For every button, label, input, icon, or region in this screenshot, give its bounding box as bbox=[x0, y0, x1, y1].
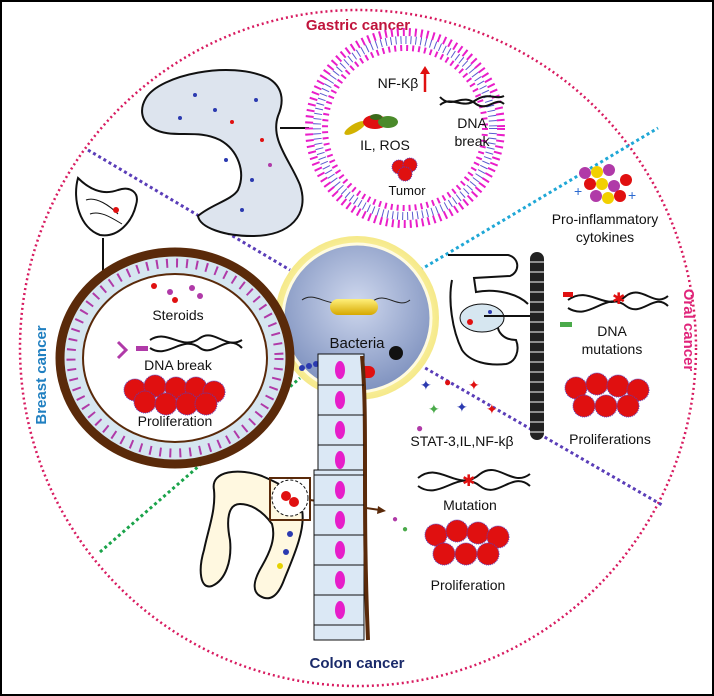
colon-zoom-box bbox=[269, 477, 311, 521]
gastric-dna-label: DNA bbox=[457, 115, 487, 131]
svg-text:+: + bbox=[574, 183, 582, 199]
stomach-dots bbox=[178, 93, 272, 212]
gastric-tumor-icon bbox=[391, 157, 418, 182]
oral-dna-label: DNA bbox=[597, 323, 627, 339]
oral-mutations-label: mutations bbox=[582, 341, 643, 357]
gastric-il-label: IL, ROS bbox=[360, 137, 410, 153]
oral-mouth bbox=[459, 303, 505, 333]
breast-proliferation-icon bbox=[123, 374, 226, 416]
yellow-bacterium bbox=[330, 299, 378, 315]
center-label: Bacteria bbox=[329, 335, 385, 352]
gastric-cell-inner bbox=[322, 45, 488, 211]
svg-text:✱: ✱ bbox=[462, 473, 475, 490]
oral-proliferations-label: Proliferations bbox=[569, 431, 651, 447]
oral-head-profile bbox=[448, 254, 529, 366]
gastric-nf-label: NF-Kβ bbox=[378, 75, 419, 91]
gastric-title: Gastric cancer bbox=[306, 17, 410, 34]
colon-stat-label: STAT-3,IL,NF-kβ bbox=[410, 433, 513, 449]
oral-cytokines-label-1: Pro-inflammatory bbox=[552, 211, 659, 227]
gastric-break-label: break bbox=[454, 133, 490, 149]
oral-dna-icon: ✱ bbox=[567, 291, 669, 313]
svg-text:●: ● bbox=[402, 524, 408, 535]
svg-text:+: + bbox=[628, 187, 636, 203]
colon-cell-nuclei bbox=[314, 361, 364, 626]
stomach-illustration bbox=[141, 69, 304, 238]
gastric-dna-icon bbox=[439, 95, 505, 108]
colon-epithelium bbox=[313, 353, 370, 641]
colon-proliferation-icon bbox=[424, 519, 510, 566]
breast-title: Breast cancer bbox=[33, 325, 50, 424]
gastric-tumor-label: Tumor bbox=[388, 183, 426, 198]
colon-title: Colon cancer bbox=[309, 655, 404, 672]
svg-text:●: ● bbox=[444, 375, 451, 389]
breast-steroids-label: Steroids bbox=[152, 307, 203, 323]
blue-coccus bbox=[306, 363, 312, 369]
oral-title: Oral cancer bbox=[680, 289, 697, 372]
oral-proliferation-icon bbox=[564, 372, 650, 418]
breast-dna-icon bbox=[149, 334, 243, 353]
breast-acinus-nuclei bbox=[66, 258, 284, 458]
breast-illustration bbox=[75, 176, 138, 237]
gastric-bacteria-icon bbox=[344, 114, 398, 135]
oral-cytokines-icon: + + bbox=[574, 164, 636, 204]
svg-text:✦: ✦ bbox=[420, 377, 432, 393]
colon-cytokine-stars: ✦ ● ✦ ✦ ✦ ✦ ● ● ● bbox=[392, 375, 498, 535]
svg-text:✦: ✦ bbox=[428, 401, 440, 417]
blue-coccus bbox=[299, 365, 305, 371]
svg-text:✦: ✦ bbox=[486, 401, 498, 417]
svg-text:●: ● bbox=[392, 514, 398, 525]
breast-proliferation-label: Proliferation bbox=[138, 413, 213, 429]
svg-text:✦: ✦ bbox=[468, 377, 480, 393]
svg-text:✱: ✱ bbox=[612, 291, 625, 308]
divider-gastric-oral bbox=[419, 126, 659, 272]
breast-receptor-icon bbox=[116, 340, 129, 360]
black-coccus bbox=[389, 346, 403, 360]
svg-text:✦: ✦ bbox=[456, 399, 468, 415]
svg-text:●: ● bbox=[416, 421, 423, 435]
oral-cytokines-label-2: cytokines bbox=[576, 229, 634, 245]
flagellum-right bbox=[371, 297, 411, 304]
colon-proliferation-label: Proliferation bbox=[431, 577, 506, 593]
colon-dna-icon: ✱ bbox=[417, 468, 531, 492]
oral-epithelial-chain bbox=[530, 252, 544, 440]
breast-dna-label: DNA break bbox=[144, 357, 213, 373]
colon-mutation-label: Mutation bbox=[443, 497, 497, 513]
